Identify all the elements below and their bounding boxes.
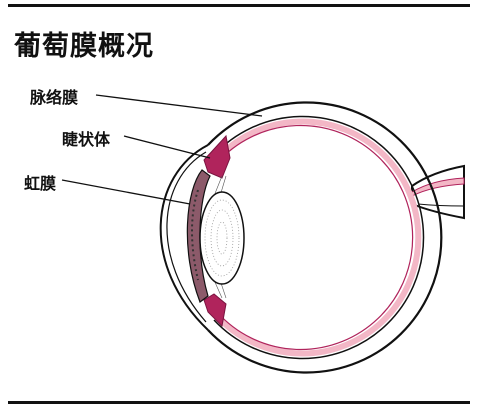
iris [186, 169, 211, 303]
leader-line-choroid [95, 94, 263, 117]
leader-line-iris [61, 179, 191, 205]
diagram-title: 葡萄膜概况 [14, 31, 154, 62]
ciliary-body-top [203, 134, 231, 179]
label-iris: 虹膜 [24, 174, 57, 193]
lens [199, 191, 245, 285]
top-rule [8, 4, 470, 7]
choroid-layer [213, 118, 422, 357]
label-choroid: 脉络膜 [30, 88, 79, 107]
sclera-inner-edge [213, 115, 425, 360]
ciliary-body-bottom [203, 293, 227, 328]
sclera [207, 101, 443, 374]
label-ciliary-body: 睫状体 [62, 130, 111, 149]
leader-line-ciliary [123, 135, 211, 159]
bottom-rule [8, 401, 470, 404]
cornea [159, 144, 209, 331]
